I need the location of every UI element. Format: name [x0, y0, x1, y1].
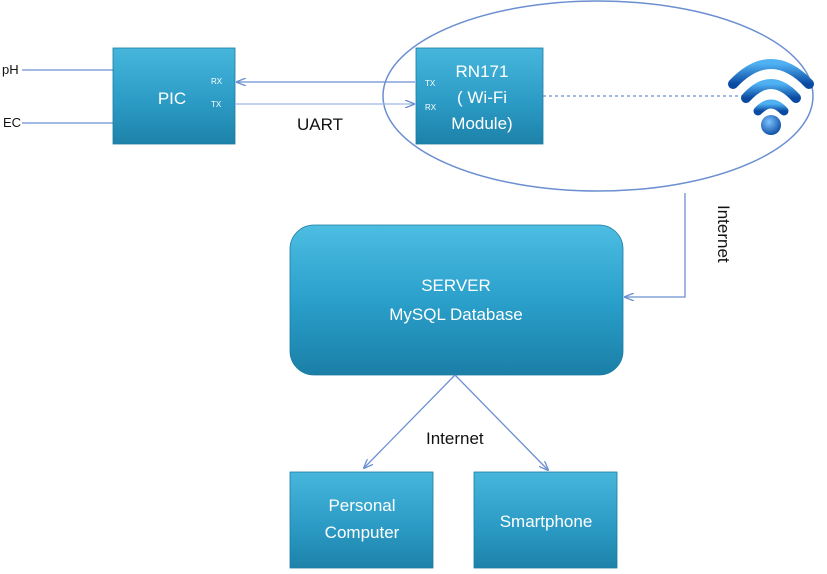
internet-link-label: Internet — [714, 205, 733, 263]
pic-box — [112, 47, 236, 145]
pc-line1: Personal — [328, 496, 395, 515]
pc-line2: Computer — [325, 523, 400, 542]
server-to-pc-line — [364, 374, 456, 468]
wifi-module-line3: Module) — [451, 114, 512, 133]
wifi-module-line2: ( Wi-Fi — [457, 88, 507, 107]
wireless-zone-ellipse — [382, 0, 814, 192]
wifi-module-rx-pin: RX — [425, 103, 437, 112]
wifi-module-box — [415, 47, 544, 145]
internet-clients-label: Internet — [426, 429, 484, 448]
uart-label: UART — [297, 115, 343, 134]
wifi-icon — [728, 59, 814, 135]
pic-label: PIC — [158, 89, 186, 108]
smartphone-label: Smartphone — [500, 512, 593, 531]
server-box — [289, 224, 624, 376]
wifi-module-tx-pin: TX — [425, 79, 436, 88]
internet-link-line — [625, 193, 686, 297]
ph-label: pH — [2, 62, 19, 77]
server-line1: SERVER — [421, 276, 491, 295]
pic-rx-pin: RX — [211, 77, 223, 86]
wifi-module-line1: RN171 — [456, 62, 509, 81]
personal-computer-box — [289, 471, 434, 569]
server-line2: MySQL Database — [389, 305, 523, 324]
ec-label: EC — [3, 115, 21, 130]
pic-tx-pin: TX — [211, 100, 222, 109]
smartphone-box — [473, 471, 618, 569]
server-to-smartphone-line — [454, 374, 548, 470]
